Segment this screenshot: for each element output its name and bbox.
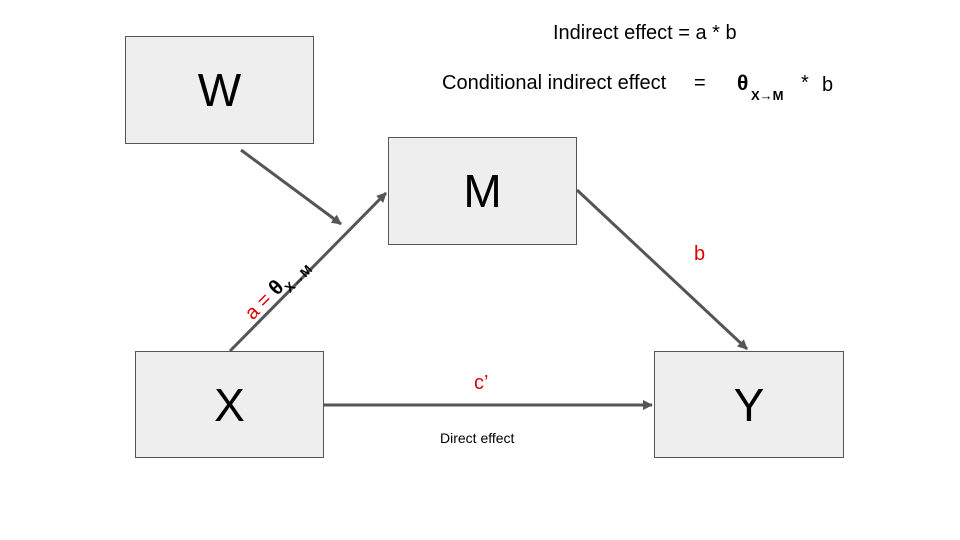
conditional-times-sign: * xyxy=(801,72,809,94)
conditional-indirect-effect-label: Conditional indirect effect xyxy=(442,72,667,94)
conditional-theta-subscript: X→M xyxy=(751,88,784,103)
node-m: M xyxy=(388,137,577,245)
conditional-theta-symbol: θ xyxy=(737,72,749,95)
node-x-label: X xyxy=(214,378,245,431)
node-w-label: W xyxy=(197,64,242,116)
arrow-w-to-am-path xyxy=(240,148,342,226)
path-c-prime-label: c’ xyxy=(474,372,489,394)
conditional-b-term: b xyxy=(822,74,834,96)
node-y-label: Y xyxy=(733,378,765,431)
indirect-effect-formula: Indirect effect = a * b xyxy=(553,22,737,44)
arrow-x-to-m xyxy=(228,191,388,353)
node-m-label: M xyxy=(463,165,502,217)
node-y: Y xyxy=(654,351,844,458)
path-b-label: b xyxy=(694,243,706,265)
arrow-m-to-y xyxy=(575,188,749,351)
direct-effect-label: Direct effect xyxy=(440,430,515,446)
conditional-equals-sign: = xyxy=(694,72,706,94)
node-w: W xyxy=(125,36,314,144)
node-x: X xyxy=(135,351,324,458)
